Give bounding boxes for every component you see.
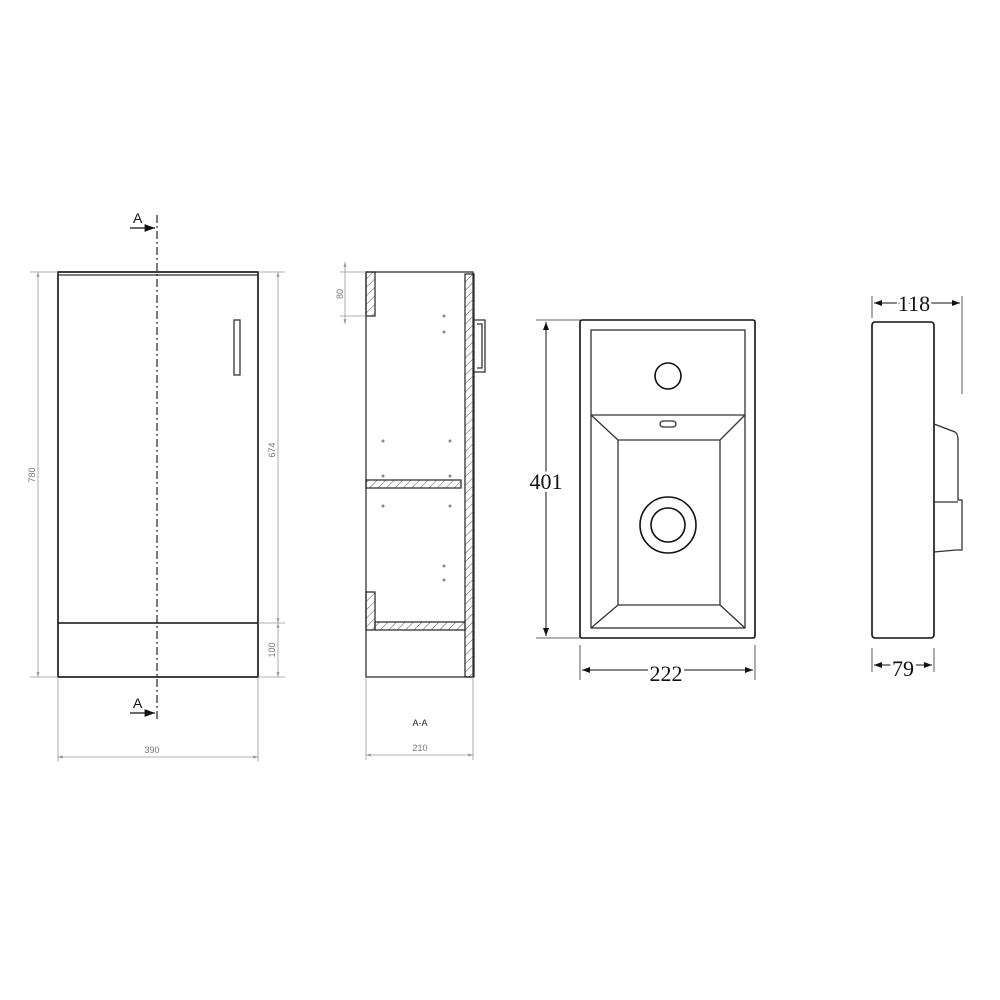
dim-width-label: 222 [650,661,683,686]
section-label: A-A [412,718,427,728]
side-drain [933,423,963,553]
side-outline [871,321,935,639]
dim-side-body-label: 79 [892,656,914,681]
hinge-holes [381,314,452,582]
front-view: A A 780 674 100 390 [27,210,285,762]
dim-height-label: 780 [27,467,37,482]
door-panel [464,273,475,678]
basin-top-view: 401 222 [527,319,756,689]
dim-depth-label: 210 [412,743,427,753]
basin-outline [579,319,756,639]
overflow-slot [659,420,677,428]
section-mark-top: A [133,210,143,226]
dim-top-label: 80 [335,289,345,299]
bowl [590,414,746,629]
drain-inner [650,507,686,543]
dim-side-depth-label: 118 [898,291,930,316]
dim-width-label: 390 [144,745,159,755]
basin-side-view: 118 79 [871,288,963,684]
base-panel [374,621,466,631]
dim-length-label: 401 [530,469,563,494]
tap-hole [654,362,682,390]
shelf [365,479,462,489]
section-handle [474,319,486,373]
top-rail [365,271,376,317]
bottom-upright [365,591,376,631]
drain-outer [639,496,697,554]
dim-door-label: 674 [267,442,277,457]
section-mark-bottom: A [133,695,143,711]
dim-plinth-label: 100 [267,642,277,657]
section-outline [365,271,474,678]
door-handle [233,319,241,376]
basin-rim [590,329,746,629]
cabinet-outline [57,271,259,678]
section-view: 80 A-A 210 [335,262,486,760]
